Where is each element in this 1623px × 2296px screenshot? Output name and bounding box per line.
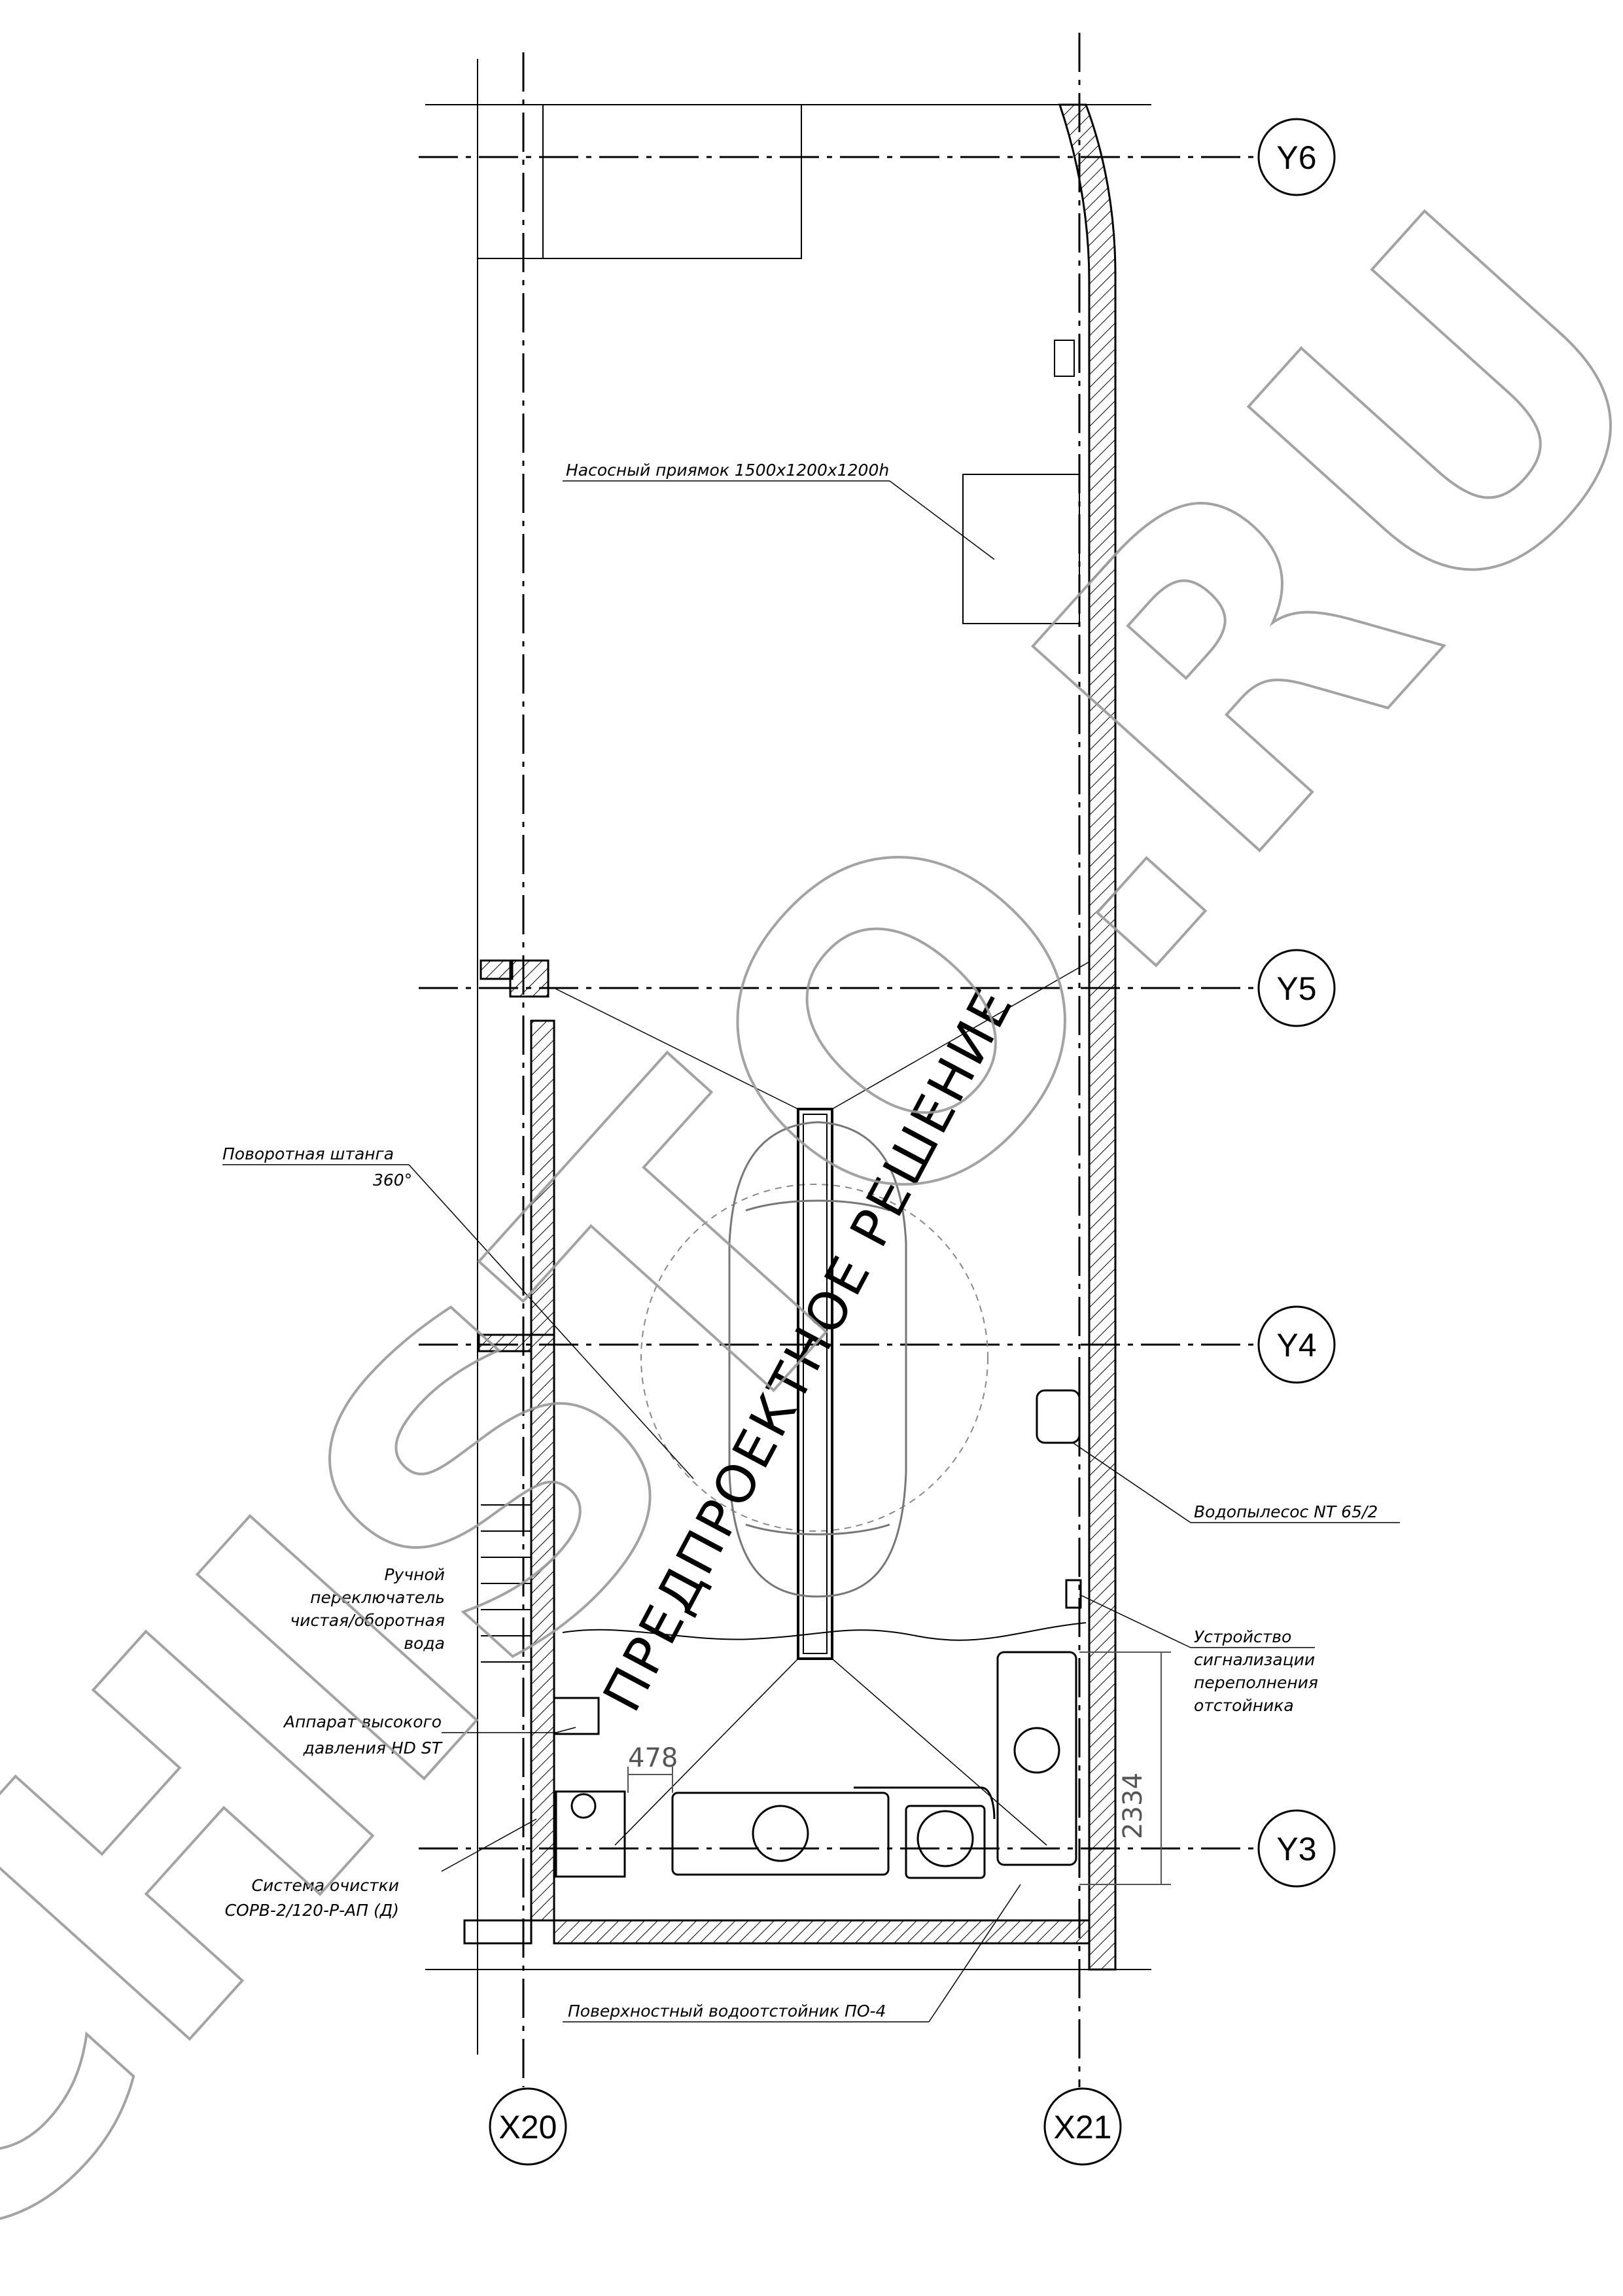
label-cleaning-1: Система очистки — [252, 1876, 400, 1895]
vacuum-unit — [1036, 1389, 1081, 1444]
label-switch-3: чистая/оборотная — [290, 1611, 445, 1630]
equipment — [553, 1389, 1082, 1879]
left-walls — [478, 959, 555, 1922]
axis-bubble-y4: Y4 — [1257, 1305, 1336, 1384]
label-boom-2: 360° — [373, 1171, 412, 1190]
annotations: Насосный приямок 1500x1200x1200h Поворот… — [222, 461, 1378, 2021]
label-alarm-4: отстойника — [1194, 1696, 1294, 1715]
boom-assembly — [553, 961, 1090, 1846]
label-hp-2: давления HD ST — [303, 1739, 443, 1757]
label-alarm-3: переполнения — [1194, 1673, 1318, 1692]
label-cleaning-2: СОРВ-2/120-Р-АП (Д) — [225, 1901, 399, 1920]
leader-lines — [222, 480, 1400, 2022]
bottom-wall — [553, 1919, 1091, 1945]
axis-bubble-x20: X20 — [489, 2087, 567, 2166]
boom-bar — [797, 1108, 833, 1660]
wall-fixture-upper — [1054, 340, 1075, 377]
water-tank-3 — [996, 1651, 1077, 1866]
cleaning-system — [555, 1790, 626, 1878]
axis-label-x20: X20 — [499, 2109, 557, 2146]
dimension-2334: 2334 — [1118, 1773, 1148, 1839]
curtain-line — [562, 1622, 1087, 1641]
axis-bubbles: Y6 Y5 Y4 Y3 X20 X21 — [489, 118, 1336, 2166]
bottom-wall-left — [463, 1919, 532, 1945]
label-separator: Поверхностный водоотстойник ПО-4 — [568, 2002, 886, 2021]
high-pressure-unit — [553, 1697, 600, 1735]
dimensions — [627, 1651, 1171, 1885]
axis-bubble-y5: Y5 — [1257, 949, 1336, 1027]
label-pump-pit: Насосный приямок 1500x1200x1200h — [566, 461, 889, 480]
label-vacuum: Водопылесос NT 65/2 — [1194, 1502, 1378, 1521]
axis-bubble-x21: X21 — [1043, 2087, 1122, 2166]
building-outline — [425, 59, 1151, 2055]
watermark-brand: CHISTO.RU — [0, 127, 1623, 2296]
label-hp-1: Аппарат высокого — [283, 1712, 442, 1731]
axis-label-y5: Y5 — [1276, 970, 1316, 1007]
label-alarm-2: сигнализации — [1194, 1650, 1315, 1669]
car-outline — [728, 1121, 907, 1598]
upper-room-block — [542, 104, 802, 259]
axis-bubble-y3: Y3 — [1257, 1809, 1336, 1888]
boom-rotation-circle — [640, 1184, 988, 1532]
water-tank-2 — [905, 1805, 986, 1879]
axis-label-y6: Y6 — [1276, 139, 1316, 176]
axis-label-y3: Y3 — [1276, 1831, 1316, 1867]
label-alarm-1: Устройство — [1194, 1627, 1291, 1646]
label-switch-2: переключатель — [310, 1588, 445, 1607]
axis-bubble-y6: Y6 — [1257, 118, 1336, 196]
axis-lines — [419, 33, 1256, 2087]
label-boom-1: Поворотная штанга — [222, 1144, 394, 1163]
right-wall — [1058, 103, 1117, 1971]
axis-label-x21: X21 — [1054, 2109, 1112, 2146]
stairs — [481, 1504, 531, 1663]
alarm-device — [1065, 1579, 1082, 1609]
axis-label-y4: Y4 — [1276, 1327, 1316, 1364]
label-switch-1: Ручной — [384, 1565, 445, 1584]
dimension-478: 478 — [628, 1743, 678, 1773]
label-switch-4: вода — [404, 1634, 445, 1653]
water-tank-1 — [671, 1792, 890, 1876]
pump-pit — [962, 474, 1080, 624]
